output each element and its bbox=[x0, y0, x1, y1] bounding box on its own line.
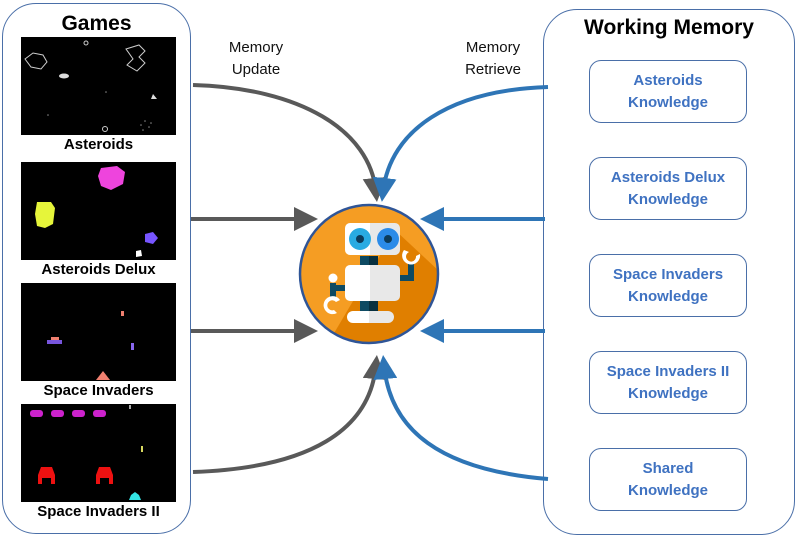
knowledge-line2: Knowledge bbox=[627, 481, 708, 499]
retrieve-arrow-shared bbox=[373, 355, 549, 481]
knowledge-line1: Asteroids Delux bbox=[610, 168, 726, 186]
game-asteroids: Asteroids bbox=[21, 37, 176, 153]
knowledge-line1: Space Invaders bbox=[612, 265, 724, 283]
game-label: Asteroids bbox=[63, 136, 134, 153]
knowledge-line2: Knowledge bbox=[627, 287, 708, 305]
games-panel: Games Asteroids Asteroids Delux bbox=[2, 3, 191, 534]
knowledge-line1: Space Invaders II bbox=[606, 362, 730, 380]
update-arrow-space-invaders-ii bbox=[192, 355, 387, 474]
games-title: Games bbox=[61, 12, 132, 35]
game-label: Space Invaders bbox=[43, 382, 154, 399]
update-arrow-asteroids bbox=[192, 83, 387, 202]
game-space-invaders-ii: Space Invaders II bbox=[21, 404, 176, 520]
space-invaders-ii-scene bbox=[30, 405, 143, 500]
asteroids-delux-scene bbox=[35, 166, 158, 257]
game-space-invaders: Space Invaders bbox=[21, 283, 176, 399]
retrieve-arrow-asteroids bbox=[372, 85, 549, 202]
knowledge-box-space-invaders-ii: Space Invaders II Knowledge bbox=[589, 351, 747, 414]
knowledge-line1: Shared bbox=[642, 459, 694, 477]
asteroids-scene bbox=[24, 40, 157, 132]
working-memory-title: Working Memory bbox=[584, 16, 754, 39]
asteroids-delux-screenshot bbox=[21, 162, 176, 260]
space-invaders-screenshot bbox=[21, 283, 176, 381]
space-invaders-scene bbox=[47, 311, 134, 380]
knowledge-line1: Asteroids bbox=[633, 71, 703, 89]
knowledge-line2: Knowledge bbox=[627, 384, 708, 402]
knowledge-line2: Knowledge bbox=[627, 93, 708, 111]
game-label: Space Invaders II bbox=[37, 503, 160, 520]
game-label: Asteroids Delux bbox=[41, 261, 156, 278]
knowledge-line2: Knowledge bbox=[627, 190, 708, 208]
game-asteroids-delux: Asteroids Delux bbox=[21, 162, 176, 278]
asteroids-screenshot bbox=[21, 37, 176, 135]
space-invaders-ii-screenshot bbox=[21, 404, 176, 502]
robot-icon bbox=[298, 203, 440, 345]
